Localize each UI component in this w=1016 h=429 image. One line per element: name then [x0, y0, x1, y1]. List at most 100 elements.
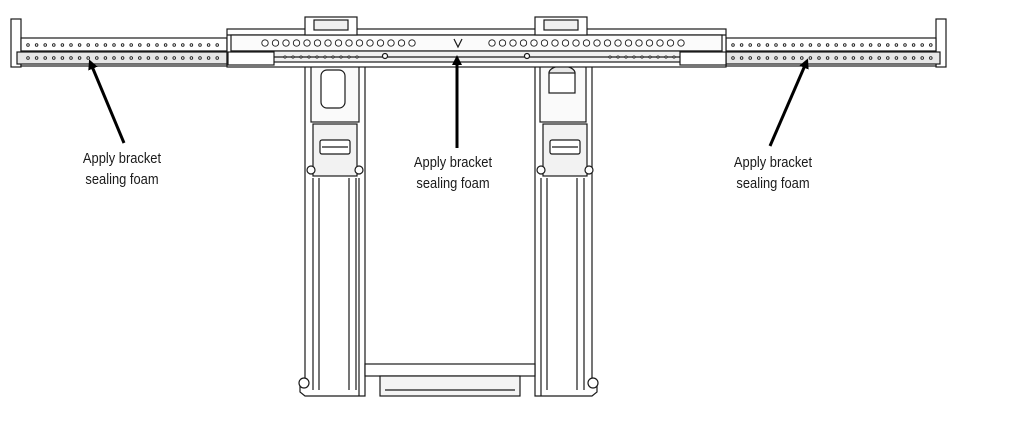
rail-hole	[825, 56, 830, 60]
right-leg	[534, 57, 599, 397]
callout-center: Apply bracket sealing foam	[406, 152, 501, 194]
rail-hole	[112, 56, 116, 60]
rail-hole	[851, 43, 856, 47]
callout-left-line1: Apply bracket	[82, 150, 162, 167]
rail-hole	[860, 56, 864, 60]
rail-hole	[808, 56, 813, 60]
rail-hole	[283, 55, 287, 59]
rail-hole	[215, 56, 219, 60]
rail-hole	[138, 56, 142, 60]
rail-hole	[656, 55, 660, 59]
rail-hole	[920, 56, 924, 60]
rail-hole	[181, 56, 185, 60]
rail-hole	[834, 43, 838, 47]
rail-hole	[739, 43, 744, 47]
callout-left: Apply bracket sealing foam	[79, 148, 165, 190]
rail-hole	[86, 56, 90, 60]
rail-hole	[877, 56, 881, 60]
rail-hole	[355, 55, 359, 59]
rail-hole	[825, 43, 830, 47]
rail-hole	[817, 43, 821, 47]
rail-hole	[782, 43, 787, 47]
rail-hole	[774, 56, 778, 60]
rail-hole	[903, 56, 907, 60]
rail-hole	[69, 56, 73, 60]
rail-hole	[95, 43, 99, 47]
rail-hole	[313, 39, 322, 47]
rail-hole	[95, 56, 99, 60]
rail-hole	[929, 56, 933, 60]
rail-hole	[198, 43, 202, 47]
rail-hole	[206, 56, 211, 60]
rail-hole	[929, 43, 933, 47]
rail-hole	[172, 43, 176, 47]
rail-hole	[181, 43, 185, 47]
rail-hole	[603, 39, 612, 47]
rail-hole	[215, 43, 219, 47]
rail-hole	[860, 43, 864, 47]
rail-hole	[782, 56, 787, 60]
rail-hole	[339, 55, 343, 59]
rail-hole	[886, 56, 890, 60]
rail-hole	[757, 43, 761, 47]
left-leg	[298, 57, 366, 397]
rail-hole	[748, 56, 752, 60]
rail-hole	[155, 56, 159, 60]
rail-hole	[198, 56, 202, 60]
rail-hole	[616, 55, 620, 59]
rail-hole	[608, 55, 612, 59]
rail-hole	[291, 55, 295, 59]
rail-hole	[26, 43, 30, 47]
rail-hole	[540, 39, 549, 47]
rail-hole	[903, 43, 907, 47]
rail-hole	[261, 39, 269, 47]
rail-hole	[624, 55, 628, 59]
rail-hole	[664, 55, 668, 59]
rail-hole	[765, 43, 770, 47]
rail-hole	[774, 43, 778, 47]
rail-hole	[146, 56, 151, 60]
rail-hole	[551, 39, 559, 47]
bottom-plate	[364, 363, 536, 397]
rail-hole	[791, 43, 795, 47]
rail-hole	[530, 39, 538, 47]
rail-hole	[60, 56, 65, 60]
rail-hole	[271, 39, 280, 47]
rail-hole	[645, 39, 654, 47]
callout-right-line1: Apply bracket	[733, 154, 813, 171]
rail-hole	[315, 55, 319, 59]
rail-hole	[817, 56, 821, 60]
rail-hole	[748, 43, 752, 47]
rail-hole	[791, 56, 795, 60]
rail-hole	[800, 43, 804, 47]
rail-hole	[86, 43, 90, 47]
rail-hole	[561, 39, 570, 47]
rail-hole	[387, 39, 395, 47]
rail-hole	[347, 55, 351, 59]
callout-right-line2: sealing foam	[736, 175, 810, 192]
rail-hole	[666, 39, 675, 47]
rail-hole	[877, 43, 881, 47]
rail-hole	[52, 56, 56, 60]
rail-hole	[43, 56, 47, 60]
rail-hole	[739, 56, 744, 60]
rail-hole	[614, 39, 622, 47]
rail-hole	[77, 56, 82, 60]
rail-hole	[593, 39, 601, 47]
rail-hole	[488, 39, 496, 47]
rail-hole	[112, 43, 116, 47]
callout-center-line1: Apply bracket	[413, 154, 493, 171]
rail-hole	[163, 43, 168, 47]
rail-hole	[757, 56, 761, 60]
rail-hole	[323, 55, 327, 59]
rail-hole	[120, 56, 125, 60]
rail-hole	[640, 55, 644, 59]
rail-hole	[843, 43, 847, 47]
rail-hole	[366, 39, 374, 47]
rail-hole	[103, 43, 108, 47]
rail-hole	[69, 43, 73, 47]
rail-hole	[582, 39, 591, 47]
rail-hole	[43, 43, 47, 47]
